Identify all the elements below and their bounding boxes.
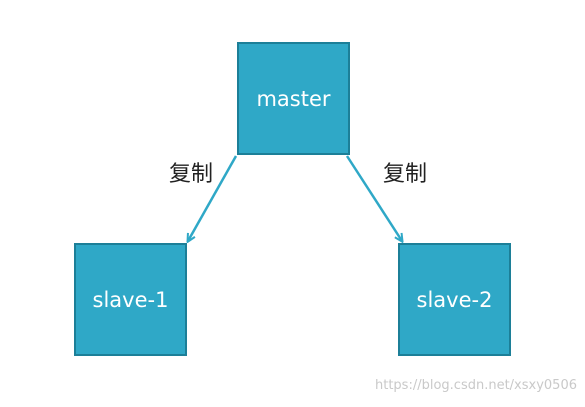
edge-master-to-slave-2 <box>345 155 402 241</box>
node-master-label: master <box>256 86 331 111</box>
edge-label-left: 复制 <box>169 162 214 187</box>
node-master: master <box>237 42 350 155</box>
watermark: https://blog.csdn.net/xsxy0506 <box>375 378 577 393</box>
edge-master-to-slave-1 <box>188 155 238 241</box>
node-slave-2: slave-2 <box>398 243 511 356</box>
node-slave-1-label: slave-1 <box>92 287 169 312</box>
node-slave-2-label: slave-2 <box>416 287 493 312</box>
node-slave-1: slave-1 <box>74 243 187 356</box>
edge-label-right: 复制 <box>383 162 428 187</box>
